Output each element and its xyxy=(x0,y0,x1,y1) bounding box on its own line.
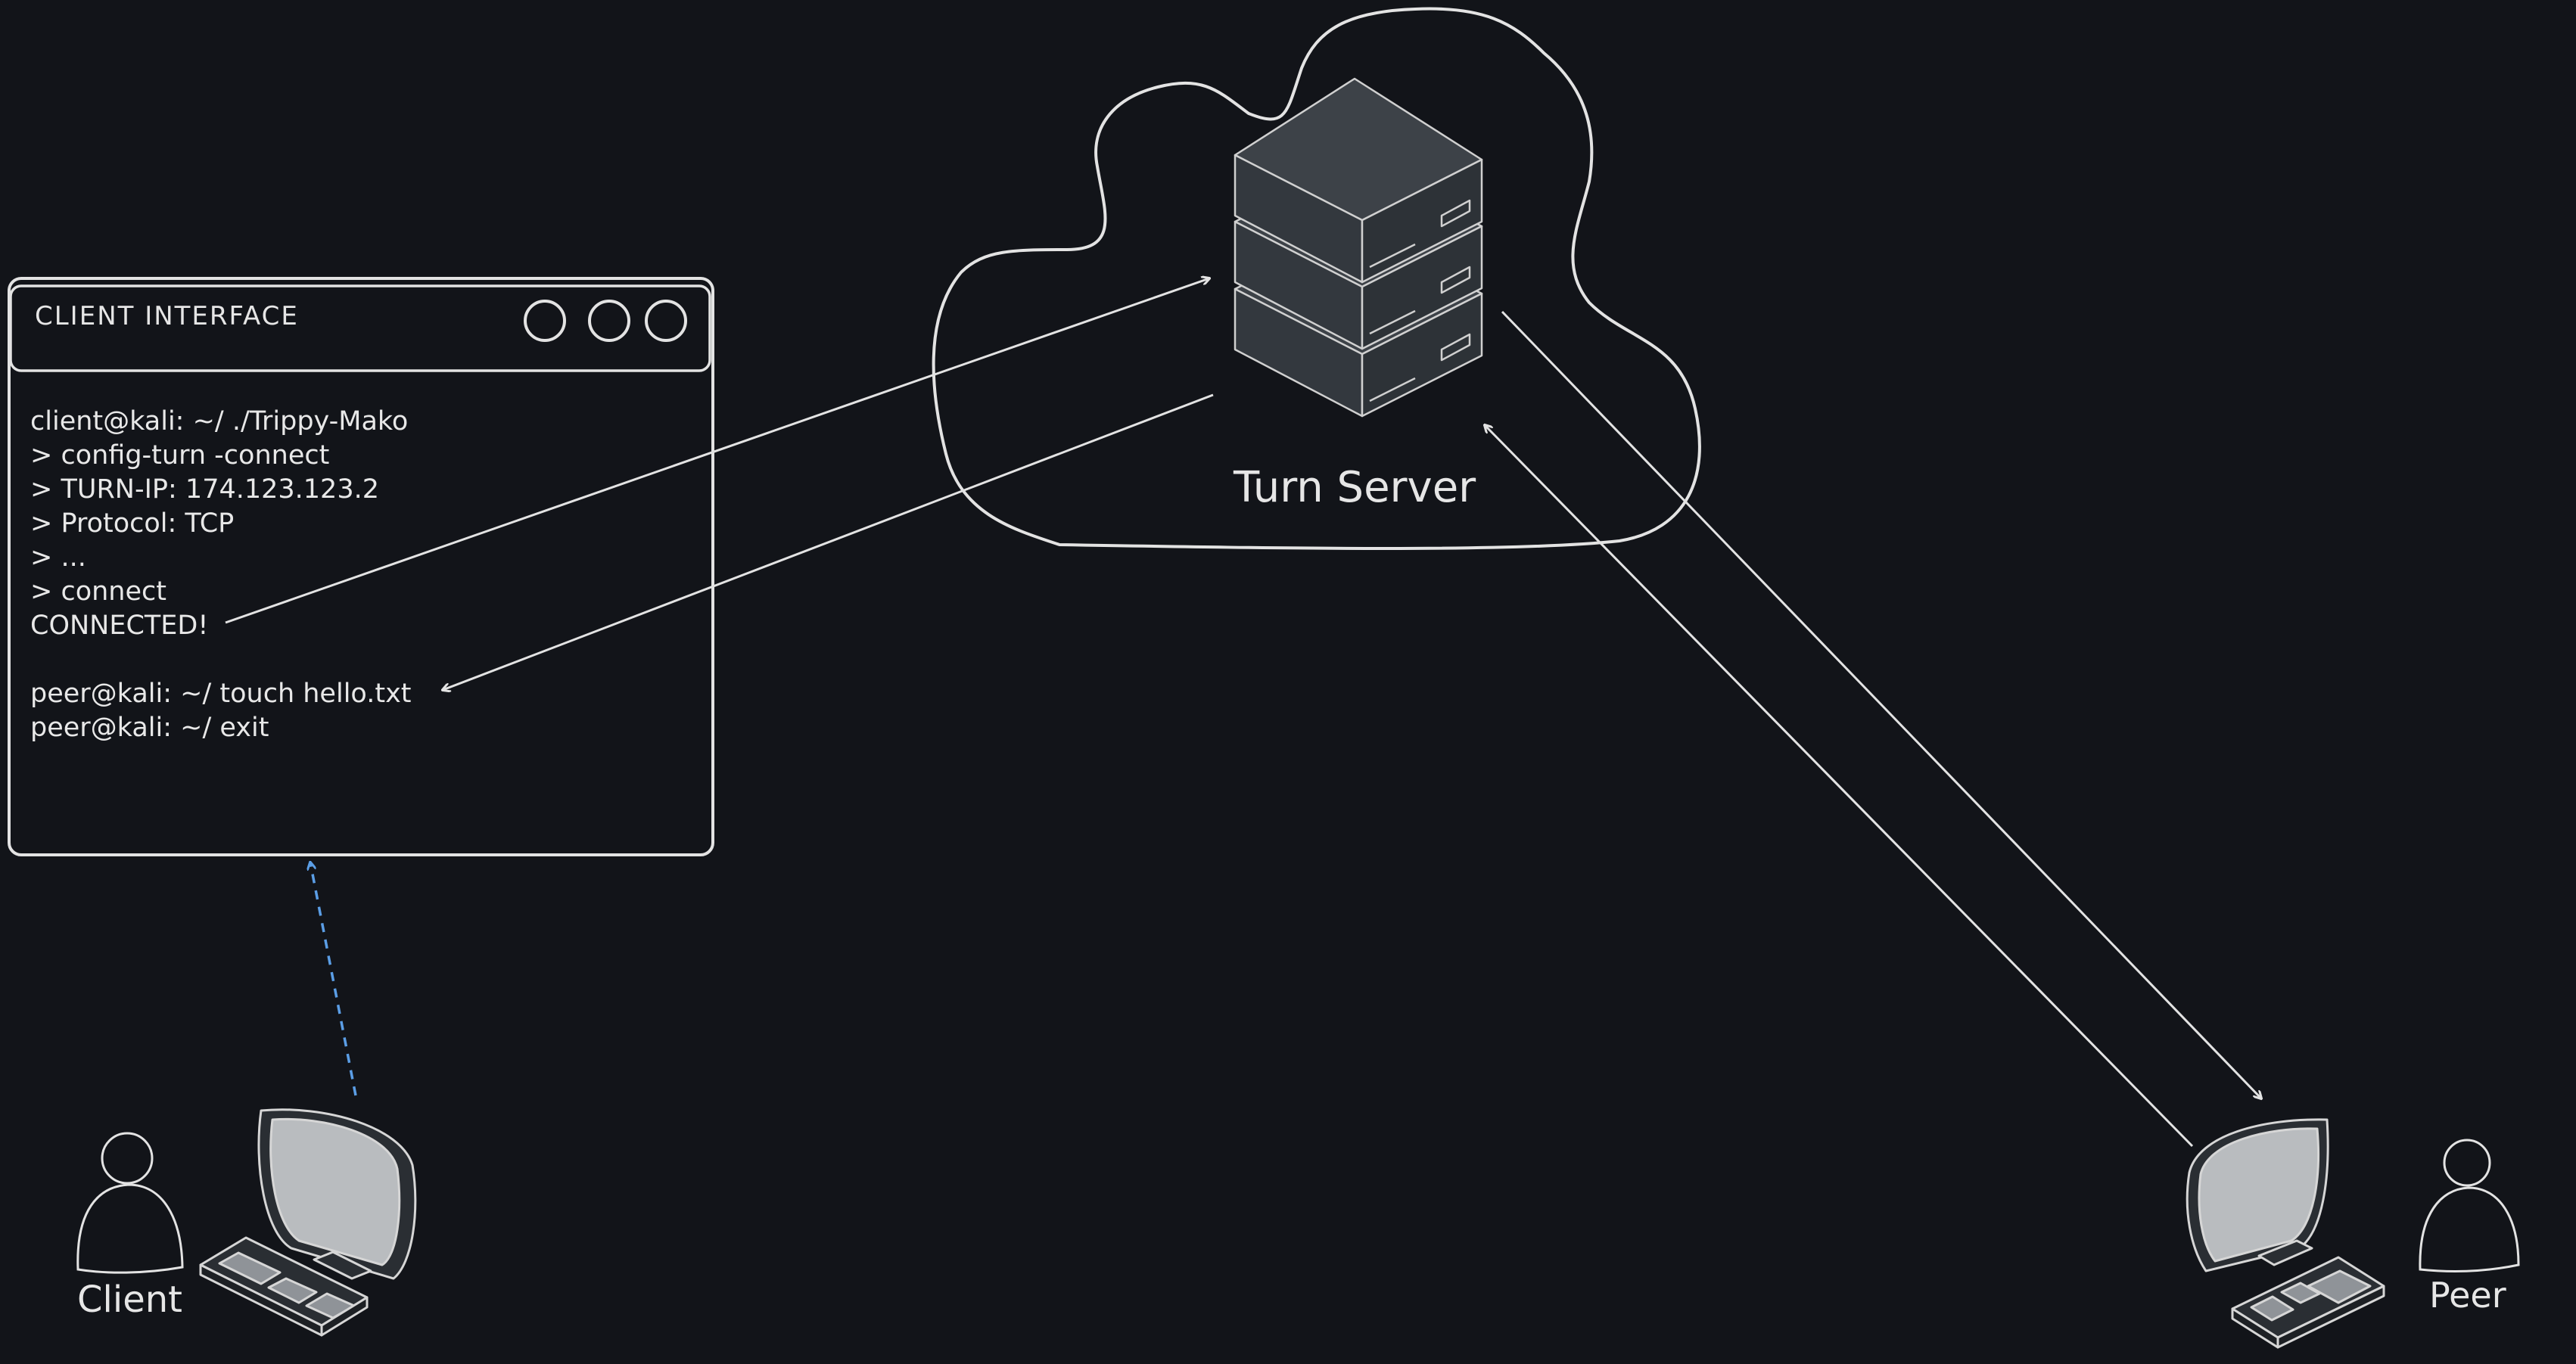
window-button-2[interactable] xyxy=(588,300,630,342)
connect-arrow xyxy=(225,278,1209,624)
server-response-arrow xyxy=(443,393,1214,690)
terminal-line: > TURN-IP: 174.123.123.2 xyxy=(30,474,379,505)
peer-person-icon xyxy=(2419,1139,2520,1272)
peer-to-server-arrow xyxy=(1485,425,2194,1148)
terminal-line: CONNECTED! xyxy=(30,611,209,641)
peer-label: Peer xyxy=(2429,1275,2506,1316)
client-label: Client xyxy=(77,1279,182,1321)
terminal-line: > connect xyxy=(30,576,166,607)
terminal-line xyxy=(30,643,412,677)
peer-computer-icon xyxy=(2186,1118,2385,1349)
cloud-icon xyxy=(932,7,1701,550)
server-stack-icon xyxy=(1234,77,1483,418)
window-button-3[interactable] xyxy=(645,300,687,342)
terminal-line: client@kali: ~/ ./Trippy-Mako xyxy=(30,406,409,437)
terminal-title: CLIENT INTERFACE xyxy=(35,301,299,331)
client-person-icon xyxy=(76,1132,184,1274)
terminal-output: client@kali: ~/ ./Trippy-Mako > config-t… xyxy=(30,405,412,745)
client-interface-window xyxy=(8,277,714,856)
terminal-line: > config-turn -connect xyxy=(30,440,330,471)
turn-server-label: Turn Server xyxy=(1234,463,1476,512)
server-to-peer-arrow xyxy=(1501,310,2261,1098)
terminal-line: peer@kali: ~/ touch hello.txt xyxy=(30,679,412,709)
terminal-line: > Protocol: TCP xyxy=(30,508,235,539)
client-uses-interface-arrow xyxy=(310,862,357,1096)
window-button-1[interactable] xyxy=(524,300,566,342)
client-computer-icon xyxy=(199,1108,417,1337)
terminal-line: > ... xyxy=(30,542,86,573)
terminal-line: peer@kali: ~/ exit xyxy=(30,713,269,743)
